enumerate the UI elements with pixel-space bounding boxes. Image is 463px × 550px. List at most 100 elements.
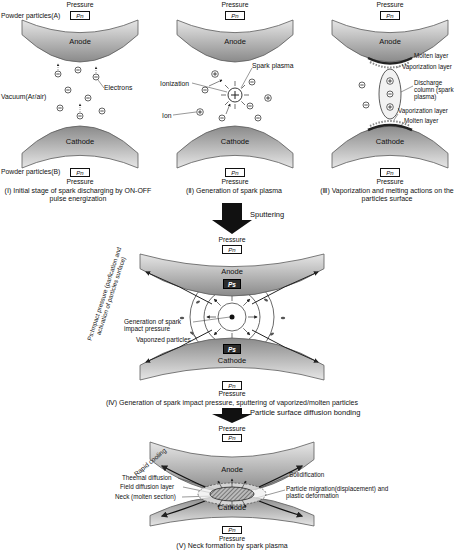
block-arrow (212, 203, 252, 423)
anode-electrode: Anode (332, 20, 448, 62)
impact-pressure-rings-part-part (214, 328, 220, 334)
neck-region-part-part (242, 481, 246, 488)
spark-plasma-panel-two-part (235, 91, 236, 99)
sputter-arrow-part (146, 272, 212, 304)
molten-vapor-layers-part (368, 125, 412, 130)
pressure-box: Pn (380, 11, 400, 20)
discharge-column-panel-three-part (387, 78, 394, 85)
pressure-symbol: Pn (226, 170, 244, 176)
impact-pressure-rings-part-part (243, 328, 249, 334)
pressure-label: Pressure (219, 535, 245, 542)
electrons-panel-one-part (55, 71, 61, 77)
leader-line-part (183, 487, 212, 493)
spark-plasma-panel-two-part-part (244, 95, 249, 96)
callout-label: Solidification (289, 472, 324, 479)
electrons-panel-one-part (96, 67, 97, 73)
callout-label: Neck (molten section) (115, 494, 176, 501)
pressure-box: Pn (225, 11, 245, 20)
cathode-shape (140, 338, 324, 380)
leader-line-part (192, 334, 197, 338)
impact-pressure-box: Ps (223, 279, 241, 289)
pressure-label: Pressure (66, 178, 93, 185)
pressure-label: Pressure (221, 178, 248, 185)
pressure-box: Pn (222, 381, 242, 390)
pressure-symbol: Pn (226, 13, 244, 19)
pressure-label: Pressure (218, 236, 245, 243)
discharge-column-panel-three (359, 69, 401, 119)
electrons-panel-one-part (58, 64, 59, 70)
molten-vapor-layers (368, 58, 412, 130)
leader-line-part (396, 66, 401, 68)
cooling-arrow (162, 466, 302, 516)
callout-label: Molten layer (404, 118, 438, 125)
leader-line-part (173, 112, 196, 115)
vaporized-particles-part (269, 332, 274, 336)
spark-plasma-panel-two-part (247, 103, 253, 109)
cathode-electrode: Cathode (22, 126, 138, 168)
panel-caption: (Ⅳ) Generation of spark impact pressure,… (106, 399, 358, 407)
anode-electrode: Anode (22, 20, 138, 62)
panel-caption: (Ⅰ) Initial stage of spark discharging b… (2, 187, 154, 202)
leader-line-part (182, 496, 214, 497)
electrode-name: Cathode (332, 138, 448, 146)
callout-label: Spark plasma (252, 62, 294, 69)
cooling-arrow-part (162, 501, 205, 516)
pressure-label: Pressure (221, 1, 248, 8)
callout-label: Molten layer (414, 53, 448, 60)
impact-pressure-rings-part (204, 289, 260, 345)
leader-line-part (193, 317, 230, 322)
vaporized-particles (180, 289, 285, 346)
impact-pressure-rings-part (218, 303, 246, 331)
neck-region-part (218, 479, 246, 509)
block-arrow-part (212, 203, 252, 234)
electrode-name: Anode (332, 38, 448, 46)
callout-label: Vaponzed particles (136, 336, 191, 343)
cathode-electrode: Cathode (177, 126, 293, 168)
spark-plasma-panel-two-part (249, 79, 255, 85)
part-label: Powder particles(A) (1, 12, 60, 19)
spark-plasma-panel-two-part (202, 87, 208, 93)
spark-plasma-panel-two-part-part (225, 85, 229, 89)
leader-line-part (404, 57, 413, 62)
pressure-symbol: Pn (223, 527, 241, 533)
electrons-panel-one-part (75, 67, 81, 73)
molten-vapor-layers-part (370, 62, 410, 68)
pressure-symbol: Ps (224, 347, 240, 354)
pressure-label: Pressure (376, 1, 403, 8)
anode-shape (177, 20, 293, 62)
pressure-label: Pressure (66, 1, 93, 8)
cathode-outline (22, 126, 138, 168)
cooling-arrow-part (259, 501, 302, 516)
anode-shape (22, 20, 138, 62)
anode-shape (150, 442, 314, 492)
molten-vapor-layers-part (370, 121, 410, 126)
anode-electrode: AnodePs (140, 254, 324, 296)
leader-line-part (256, 490, 285, 498)
impact-pressure-rings-part-part (248, 317, 257, 318)
callout-label: Electrons (104, 84, 132, 91)
spark-plasma-panel-two-part (255, 115, 261, 121)
electrode-name: Anode (177, 38, 293, 46)
electrode-name: Anode (150, 466, 314, 474)
electrode-name: Anode (22, 38, 138, 46)
pressure-box: Pn (380, 168, 400, 177)
cathode-shape (332, 126, 448, 168)
cathode-electrode: Cathode (332, 126, 448, 168)
cathode-electrode: Cathode (150, 496, 314, 526)
spark-plasma-panel-two-part (231, 95, 239, 96)
cathode-shape (22, 126, 138, 168)
discharge-column-panel-three-part (387, 104, 394, 111)
cathode-outline (177, 126, 293, 168)
neck-region-part-part (242, 500, 246, 507)
leader-line (98, 57, 413, 498)
spark-plasma-panel-two-part-part (235, 104, 236, 109)
cathode-electrode: CathodePs (140, 338, 324, 380)
pressure-symbol: Ps (224, 282, 240, 289)
neck-region-part (210, 487, 254, 501)
leader-line-part (400, 123, 404, 126)
callout-label: Ionization (160, 80, 189, 87)
pressure-label: Pressure (376, 178, 403, 185)
